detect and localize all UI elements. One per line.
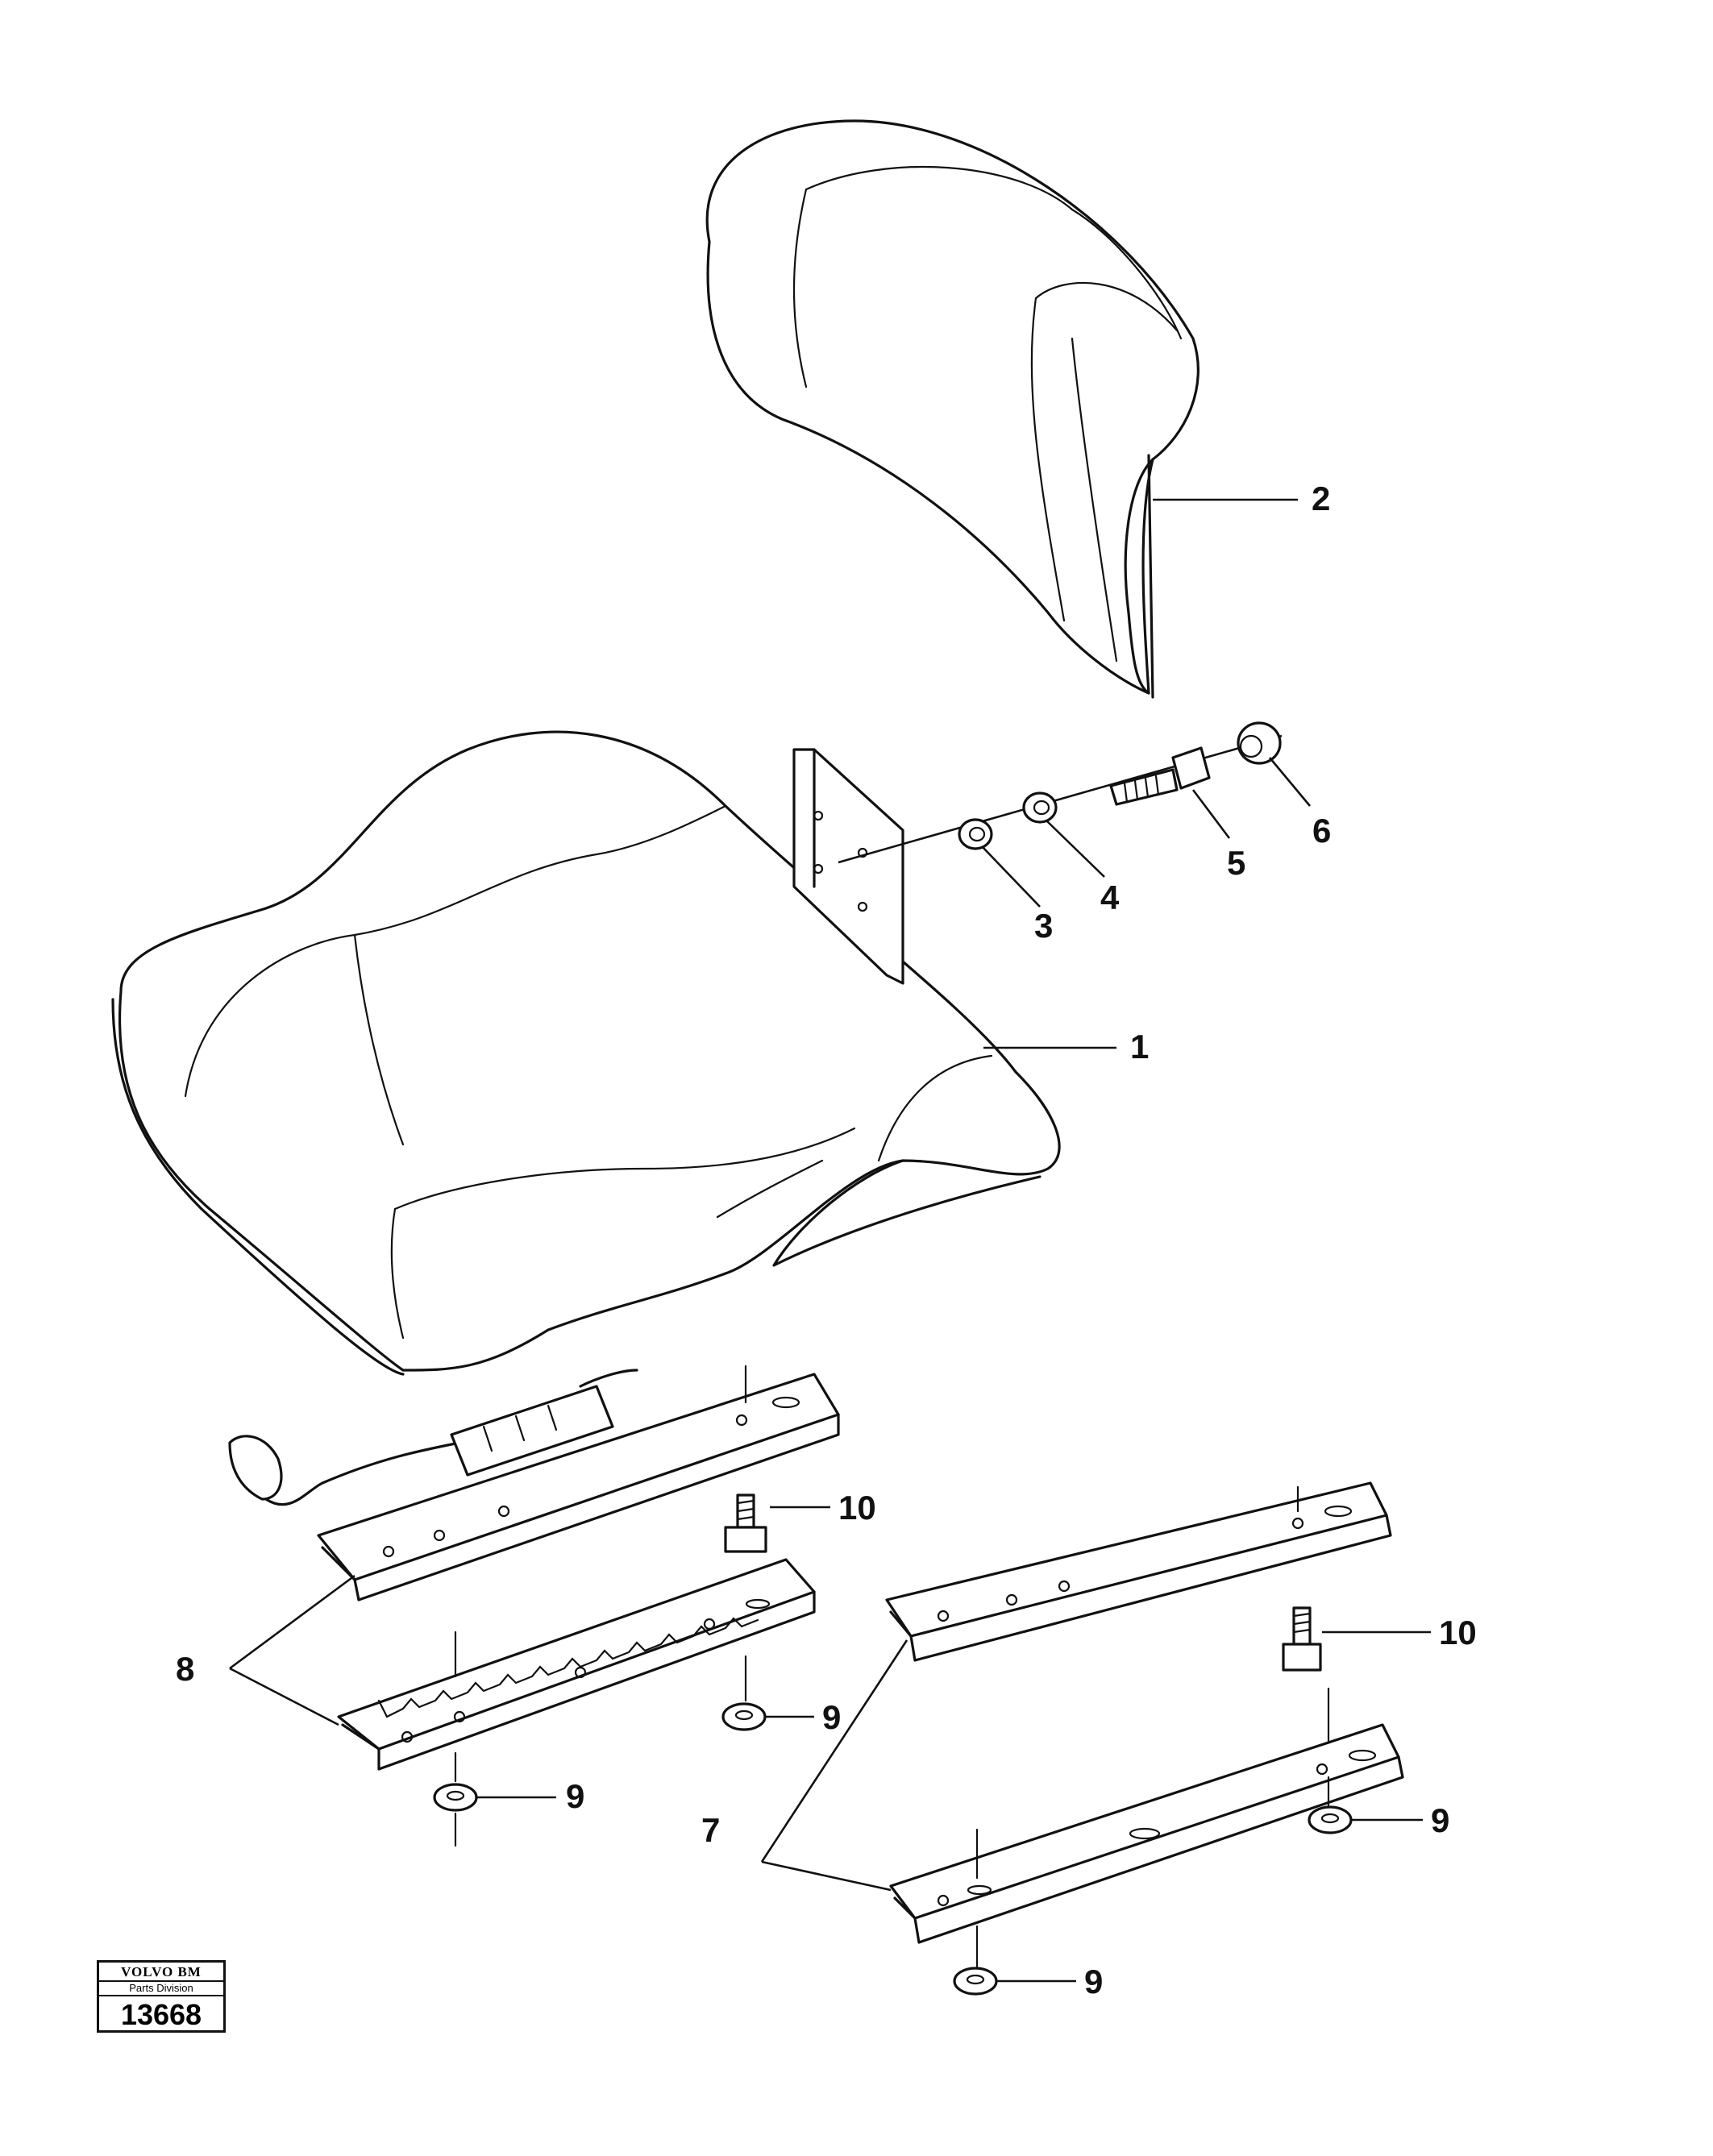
washer-9-a <box>721 1702 767 1731</box>
callout-3: 3 <box>1034 907 1054 945</box>
callout-8: 8 <box>176 1650 195 1688</box>
callout-10-left: 10 <box>838 1489 876 1527</box>
slide-rail-upper-right <box>885 1481 1392 1662</box>
callout-6: 6 <box>1312 812 1332 850</box>
leader-lines <box>229 498 1431 1983</box>
mounting-bracket <box>792 748 904 985</box>
callout-7: 7 <box>701 1811 721 1849</box>
axis-lines <box>454 1365 1330 1968</box>
callout-4: 4 <box>1100 879 1120 916</box>
slide-rail-lower-left <box>337 1558 816 1771</box>
bolt-10-left <box>724 1493 767 1553</box>
callout-9-d: 9 <box>1084 1963 1104 2000</box>
callout-2: 2 <box>1312 480 1331 517</box>
seat-adjuster-lever <box>228 1369 638 1506</box>
bolt-10-right <box>1282 1606 1322 1672</box>
washer-3 <box>958 818 993 850</box>
slide-rail-lower-right <box>889 1723 1404 1944</box>
callout-9-a: 9 <box>822 1698 842 1736</box>
bolt-5 <box>1109 746 1211 806</box>
bolt-axis-line <box>838 734 1283 864</box>
stamp-brand: VOLVO BM <box>99 1964 223 1982</box>
nut-6 <box>1237 721 1282 765</box>
seat-cushion <box>111 730 1061 1376</box>
callout-9-c: 9 <box>1431 1801 1450 1839</box>
stamp-number: 13668 <box>120 1998 202 2031</box>
washer-9-d <box>953 1967 998 1996</box>
callout-1: 1 <box>1130 1028 1150 1066</box>
callout-10-right: 10 <box>1439 1614 1477 1651</box>
slide-rail-upper-left <box>317 1373 840 1601</box>
callout-5: 5 <box>1227 844 1246 882</box>
washer-9-b <box>433 1783 478 1812</box>
callout-9-b: 9 <box>566 1777 585 1815</box>
washer-9-c <box>1308 1805 1353 1834</box>
backrest-cushion <box>705 119 1200 699</box>
volvo-bm-stamp: VOLVO BM Parts Division 13668 <box>97 1960 226 2033</box>
stamp-division: Parts Division <box>99 1982 223 1996</box>
washer-4 <box>1022 791 1058 824</box>
